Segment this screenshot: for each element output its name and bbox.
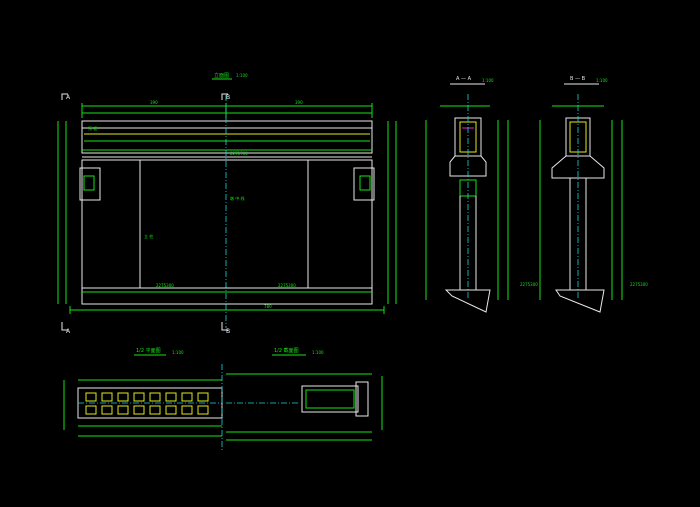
half-section-scale: 1:100 [312, 350, 324, 355]
left-bracket [79, 167, 101, 201]
main-view-scale: 1:100 [236, 73, 248, 78]
elev-mid-label: 2271700 [230, 151, 248, 156]
plan-cell [149, 405, 161, 415]
aa-bracket-shape [449, 155, 487, 177]
footing-outline [81, 287, 373, 305]
aa-base-shape [444, 289, 491, 313]
plan-cell [149, 392, 161, 402]
half-section-end-plate [355, 381, 369, 417]
base-elev-left: 2275300 [156, 283, 174, 288]
half-section-view: 1/2 截面图 1:100 [226, 347, 383, 441]
column-label: 立 柱 [144, 233, 153, 239]
section-mark-a-top-label: A [66, 94, 71, 101]
cap-beam-label: 顶 板 [88, 125, 97, 131]
section-mark-a-bottom-label: A [66, 328, 71, 335]
plan-cell [181, 405, 193, 415]
pier-body-outline [81, 159, 373, 289]
section-mark-a-top [61, 93, 68, 100]
section-bb-title: B — B [570, 76, 586, 82]
half-section-box [301, 385, 359, 413]
section-mark-b-top-label: B [226, 94, 230, 101]
section-aa-view: A — A 1:100 2275300 [425, 76, 538, 313]
half-plan-view: 1/2 平面图 1:100 [63, 348, 223, 450]
section-bb-view: B — B 1:100 2275300 [539, 76, 648, 313]
left-bearing [83, 175, 95, 191]
right-bearing [359, 175, 371, 191]
bb-bracket-shape [551, 155, 605, 179]
half-section-title: 1/2 截面图 [274, 347, 299, 354]
plan-cell [133, 405, 145, 415]
plan-cell [117, 405, 129, 415]
plan-cell [101, 405, 113, 415]
aa-base-elev: 2275300 [520, 282, 538, 287]
section-mark-b-bottom [221, 322, 228, 331]
section-mark-b-top [221, 93, 228, 100]
axis-label: 墩 中 线 [230, 195, 245, 201]
plan-cell [197, 405, 209, 415]
top-dim-right-value: 390 [295, 100, 303, 105]
bb-rebar-cage [569, 121, 587, 153]
plan-cell [133, 392, 145, 402]
base-elev-right: 2275300 [278, 283, 296, 288]
half-plan-scale: 1:100 [172, 350, 184, 355]
section-bb-scale: 1:100 [596, 78, 608, 83]
half-section-inner [305, 389, 355, 409]
plan-cell [101, 392, 113, 402]
section-aa-scale: 1:100 [482, 78, 494, 83]
aa-rebar-cage [459, 121, 477, 153]
bb-base-elev: 2275300 [630, 282, 648, 287]
bb-base-shape [555, 289, 605, 313]
half-plan-title: 1/2 平面图 [136, 348, 161, 354]
top-dim-left-value: 390 [150, 100, 158, 105]
right-bracket [353, 167, 375, 201]
bottom-dim-value: 780 [264, 304, 272, 309]
plan-cell [85, 405, 97, 415]
half-plan-cells [85, 392, 209, 415]
section-mark-a-bottom [61, 322, 68, 331]
plan-cell [117, 392, 129, 402]
cap-beam-outline [81, 120, 373, 154]
section-aa-title: A — A [456, 76, 472, 82]
plan-cell [197, 392, 209, 402]
main-view-title: 立面图 [214, 72, 229, 79]
plan-cell [165, 405, 177, 415]
plan-cell [85, 392, 97, 402]
plan-cell [181, 392, 193, 402]
section-mark-b-bottom-label: B [226, 328, 230, 335]
plan-cell [165, 392, 177, 402]
main-elevation-view: 立面图 1:100 A B A B 390 390 顶 板 2271700 [57, 72, 397, 335]
